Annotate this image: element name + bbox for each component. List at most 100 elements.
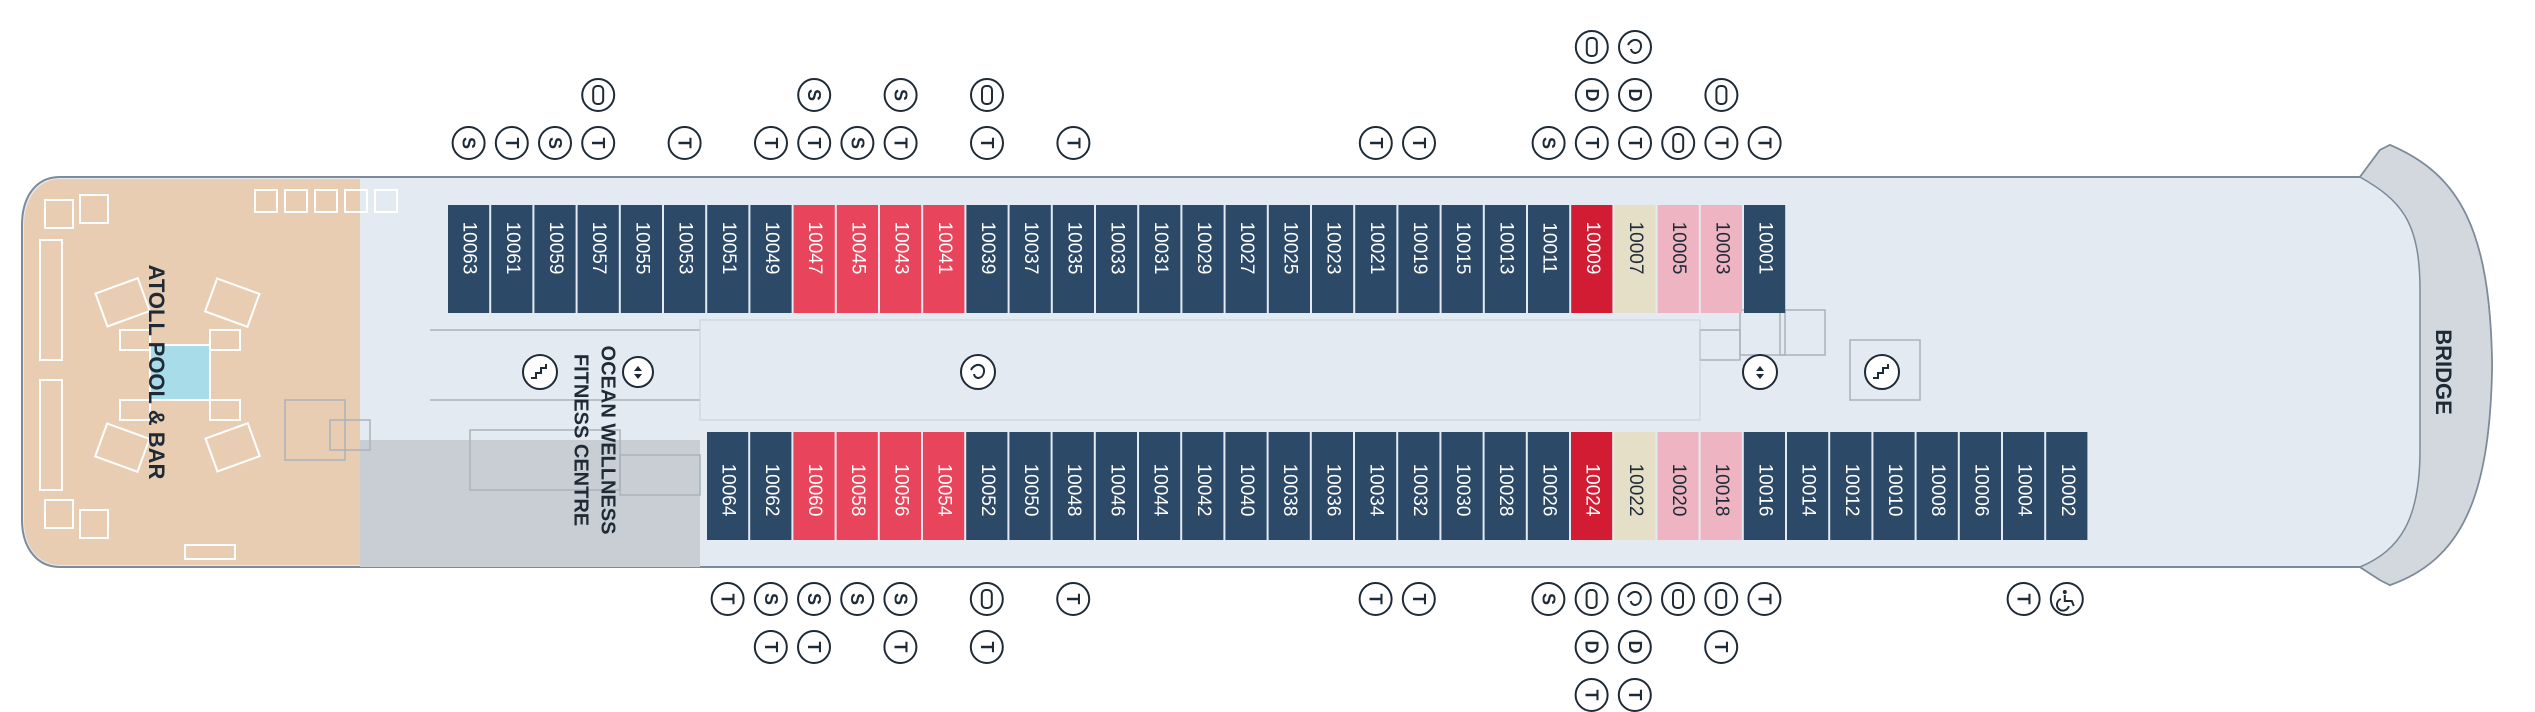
cabin-10012[interactable]: 10012 [1830, 432, 1872, 540]
twin-beds-icon: T [1574, 678, 1609, 712]
cabin-10039[interactable]: 10039 [966, 205, 1008, 313]
bathtub-icon [969, 582, 1004, 616]
cabin-number: 10010 [1884, 464, 1905, 517]
cabin-number: 10005 [1668, 222, 1689, 275]
fitness-label-line2: FITNESS CENTRE [570, 354, 592, 526]
svg-text:T: T [1366, 138, 1386, 149]
cabin-10022[interactable]: 10022 [1614, 432, 1656, 540]
cabin-10033[interactable]: 10033 [1096, 205, 1138, 313]
twin-beds-icon: T [1401, 582, 1436, 616]
cabin-10056[interactable]: 10056 [879, 432, 921, 540]
cabin-10046[interactable]: 10046 [1095, 432, 1137, 540]
cabin-10024[interactable]: 10024 [1571, 432, 1613, 540]
cabin-block [448, 205, 490, 313]
cabin-10006[interactable]: 10006 [1959, 432, 2001, 540]
cabin-10035[interactable]: 10035 [1052, 205, 1094, 313]
cabin-10015[interactable]: 10015 [1441, 205, 1483, 313]
cabin-10013[interactable]: 10013 [1484, 205, 1526, 313]
cabin-number: 10016 [1754, 464, 1775, 517]
cabin-10028[interactable]: 10028 [1484, 432, 1526, 540]
svg-text:T: T [675, 138, 695, 149]
cabin-10052[interactable]: 10052 [966, 432, 1008, 540]
cabin-10038[interactable]: 10038 [1268, 432, 1310, 540]
cabin-10062[interactable]: 10062 [750, 432, 792, 540]
svg-text:T: T [1063, 138, 1083, 149]
cabin-10058[interactable]: 10058 [836, 432, 878, 540]
cabin-10049[interactable]: 10049 [750, 205, 792, 313]
sofa-bed-icon: S [883, 582, 918, 616]
cabin-block [577, 205, 619, 313]
cabin-block [1052, 205, 1094, 313]
cabin-10020[interactable]: 10020 [1657, 432, 1699, 540]
cabin-10036[interactable]: 10036 [1311, 432, 1353, 540]
cabin-10018[interactable]: 10018 [1700, 432, 1742, 540]
cabin-10057[interactable]: 10057 [577, 205, 619, 313]
svg-text:T: T [2014, 594, 2034, 605]
svg-text:S: S [804, 593, 824, 605]
cabin-10044[interactable]: 10044 [1139, 432, 1181, 540]
cabin-10027[interactable]: 10027 [1225, 205, 1267, 313]
cabin-number: 10009 [1582, 222, 1603, 275]
cabin-block [1484, 205, 1526, 313]
cabin-10063[interactable]: 10063 [448, 205, 490, 313]
cabin-10061[interactable]: 10061 [491, 205, 533, 313]
cabin-10053[interactable]: 10053 [664, 205, 706, 313]
cabin-10047[interactable]: 10047 [793, 205, 835, 313]
cabin-10060[interactable]: 10060 [793, 432, 835, 540]
cabin-10064[interactable]: 10064 [707, 432, 749, 540]
cabin-10050[interactable]: 10050 [1009, 432, 1051, 540]
cabin-10009[interactable]: 10009 [1571, 205, 1613, 313]
cabin-block [1700, 432, 1742, 540]
cabin-10048[interactable]: 10048 [1052, 432, 1094, 540]
cabin-number: 10004 [2014, 464, 2035, 517]
cabin-10041[interactable]: 10041 [923, 205, 965, 313]
cabin-block [836, 205, 878, 313]
cabin-10043[interactable]: 10043 [880, 205, 922, 313]
cabin-10019[interactable]: 10019 [1398, 205, 1440, 313]
cabin-10030[interactable]: 10030 [1441, 432, 1483, 540]
cabin-10037[interactable]: 10037 [1009, 205, 1051, 313]
whirlpool-icon [1617, 582, 1652, 616]
cabin-block [1355, 432, 1397, 540]
cabin-block [1571, 432, 1613, 540]
cabin-10011[interactable]: 10011 [1528, 205, 1570, 313]
cabin-number: 10052 [977, 464, 998, 517]
cabin-10003[interactable]: 10003 [1700, 205, 1742, 313]
cabin-10021[interactable]: 10021 [1355, 205, 1397, 313]
cabin-10016[interactable]: 10016 [1743, 432, 1785, 540]
cabin-10034[interactable]: 10034 [1355, 432, 1397, 540]
cabin-10014[interactable]: 10014 [1787, 432, 1829, 540]
cabin-10045[interactable]: 10045 [836, 205, 878, 313]
twin-beds-icon: T [1056, 582, 1091, 616]
cabin-10004[interactable]: 10004 [2003, 432, 2045, 540]
cabin-10040[interactable]: 10040 [1225, 432, 1267, 540]
cabin-10025[interactable]: 10025 [1268, 205, 1310, 313]
cabin-10032[interactable]: 10032 [1398, 432, 1440, 540]
cabin-10002[interactable]: 10002 [2046, 432, 2088, 540]
cabin-10054[interactable]: 10054 [923, 432, 965, 540]
twin-beds-icon: T [797, 126, 832, 160]
cabin-10007[interactable]: 10007 [1614, 205, 1656, 313]
cabin-10031[interactable]: 10031 [1139, 205, 1181, 313]
svg-text:D: D [1582, 89, 1602, 102]
cabin-10008[interactable]: 10008 [1916, 432, 1958, 540]
cabin-block [836, 432, 878, 540]
svg-text:T: T [761, 138, 781, 149]
svg-text:T: T [1755, 138, 1775, 149]
cabin-10055[interactable]: 10055 [620, 205, 662, 313]
cabin-10010[interactable]: 10010 [1873, 432, 1915, 540]
sofa-bed-icon: S [883, 78, 918, 112]
cabin-10051[interactable]: 10051 [707, 205, 749, 313]
cabin-block [879, 432, 921, 540]
cabin-10029[interactable]: 10029 [1182, 205, 1224, 313]
svg-text:S: S [1538, 593, 1558, 605]
cabin-block [1355, 205, 1397, 313]
cabin-10059[interactable]: 10059 [534, 205, 576, 313]
cabin-10005[interactable]: 10005 [1657, 205, 1699, 313]
cabin-10023[interactable]: 10023 [1312, 205, 1354, 313]
cabin-10001[interactable]: 10001 [1744, 205, 1786, 313]
cabin-10026[interactable]: 10026 [1527, 432, 1569, 540]
svg-text:S: S [761, 593, 781, 605]
cabin-10042[interactable]: 10042 [1182, 432, 1224, 540]
cabin-number: 10048 [1063, 464, 1084, 517]
